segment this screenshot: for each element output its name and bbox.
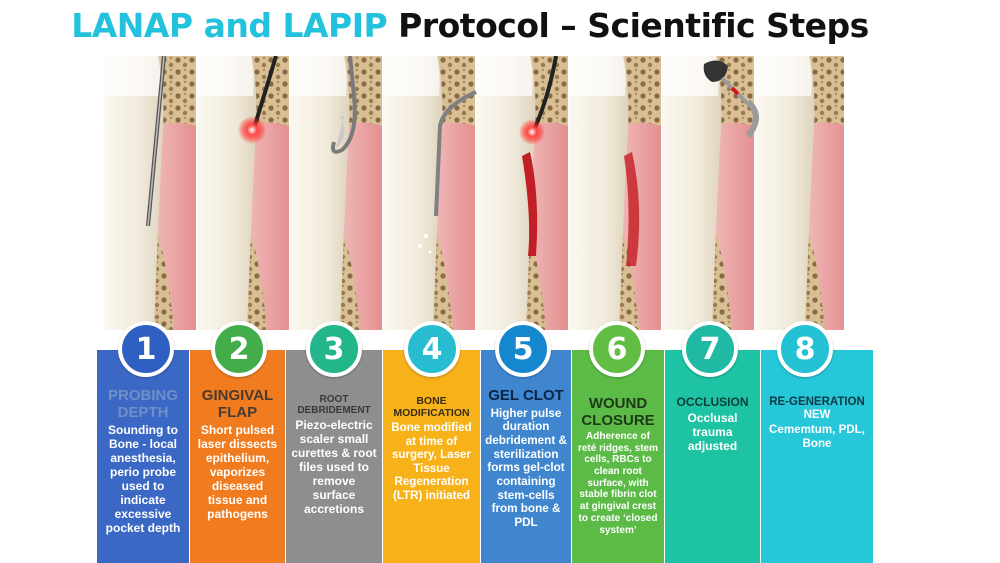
step-number-badge: 4	[404, 321, 460, 377]
piezo-tip-icon	[418, 90, 477, 254]
step-number-badge: 2	[211, 321, 267, 377]
tooth-panel-8	[755, 56, 844, 330]
title-highlight: LANAP and LAPIP	[71, 6, 388, 45]
step-description: Cememtum, PDL, Bone	[769, 423, 865, 450]
step-number-badge: 6	[589, 321, 645, 377]
probe-icon	[146, 56, 166, 227]
step-description: Higher pulse duration debridement & ster…	[485, 406, 567, 530]
title-rest: Protocol – Scientific Steps	[387, 6, 869, 45]
tooth-panel-4	[383, 56, 475, 330]
step-number-badge: 5	[495, 321, 551, 377]
laser-fiber-icon	[238, 56, 278, 144]
step-description: Adherence of reté ridges, stem cells, RB…	[577, 431, 659, 536]
laser-clot-icon	[519, 56, 558, 256]
step-number-badge: 3	[306, 321, 362, 377]
tooth-panel-6	[569, 56, 661, 330]
step-description: Sounding to Bone - local anesthesia, per…	[105, 423, 181, 536]
step-description: Occlusal trauma adjusted	[687, 411, 738, 454]
step-number-badge: 8	[777, 321, 833, 377]
step-number-badge: 1	[118, 321, 174, 377]
step-heading-secondary: NEW	[803, 408, 831, 421]
step-description: Piezo-electric scaler small curettes & r…	[291, 418, 377, 517]
tooth-illustrations	[104, 56, 844, 330]
step-description: Bone modified at time of surgery, Laser …	[391, 421, 472, 502]
step-panel-5: GEL CLOT Higher pulse duration debridemen…	[481, 350, 571, 563]
scaler-icon	[331, 56, 357, 154]
step-heading: PROBING DEPTH	[107, 387, 178, 421]
step-heading: ROOT DEBRIDEMENT	[297, 394, 371, 416]
step-heading: OCCLUSION	[676, 395, 749, 409]
tooth-panel-5	[476, 56, 568, 330]
step-heading: BONE MODIFICATION	[393, 395, 470, 419]
tooth-panel-2	[197, 56, 289, 330]
tooth-panel-3	[290, 56, 382, 330]
step-number-badge: 7	[682, 321, 738, 377]
step-description: Short pulsed laser dissects epithelium, …	[197, 423, 278, 522]
step-heading: WOUND CLOSURE	[581, 395, 655, 429]
bur-icon	[703, 60, 759, 138]
page-title: LANAP and LAPIP Protocol – Scientific St…	[0, 6, 940, 45]
fibrin-clot-icon	[624, 152, 640, 266]
step-heading: GINGIVAL FLAP	[201, 387, 274, 421]
step-heading: RE-GENERATION	[769, 396, 865, 408]
step-heading: GEL CLOT	[488, 387, 564, 404]
step-panel-7: OCCLUSION Occlusal trauma adjusted	[665, 350, 760, 563]
